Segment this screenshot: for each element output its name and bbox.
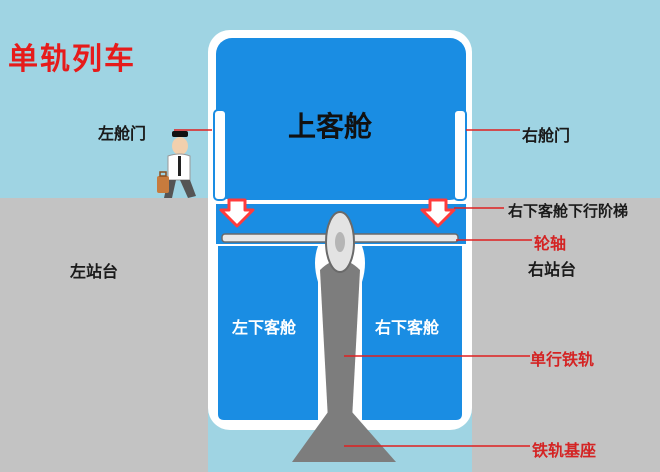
upper-cabin — [216, 38, 466, 200]
left-platform-label: 左站台 — [70, 262, 119, 281]
right-lower-cabin — [362, 246, 462, 420]
rail-column — [320, 260, 360, 420]
right-stair-label: 右下客舱下行阶梯 — [508, 202, 629, 220]
down-arrow-icon — [219, 198, 255, 228]
person-with-bag-icon — [157, 131, 196, 198]
rail-base-label: 铁轨基座 — [532, 441, 597, 460]
left-lower-cabin — [218, 246, 318, 420]
left-door — [213, 109, 227, 201]
upper-cabin-label: 上客舱 — [288, 110, 373, 143]
right-door — [453, 109, 467, 201]
left-platform — [0, 198, 208, 472]
left-door-label: 左舱门 — [98, 124, 147, 143]
right-lower-cabin-label: 右下客舱 — [375, 318, 440, 337]
right-platform — [472, 198, 660, 472]
diagram-title: 单轨列车 — [8, 42, 136, 77]
down-arrow-icon — [420, 198, 456, 228]
axle-label: 轮轴 — [534, 234, 567, 253]
right-door-label: 右舱门 — [522, 126, 571, 145]
left-lower-cabin-label: 左下客舱 — [232, 318, 297, 337]
wheel-hub — [335, 232, 345, 252]
rail-label: 单行铁轨 — [530, 350, 595, 369]
rail-base — [292, 412, 396, 462]
right-platform-label: 右站台 — [528, 260, 577, 279]
